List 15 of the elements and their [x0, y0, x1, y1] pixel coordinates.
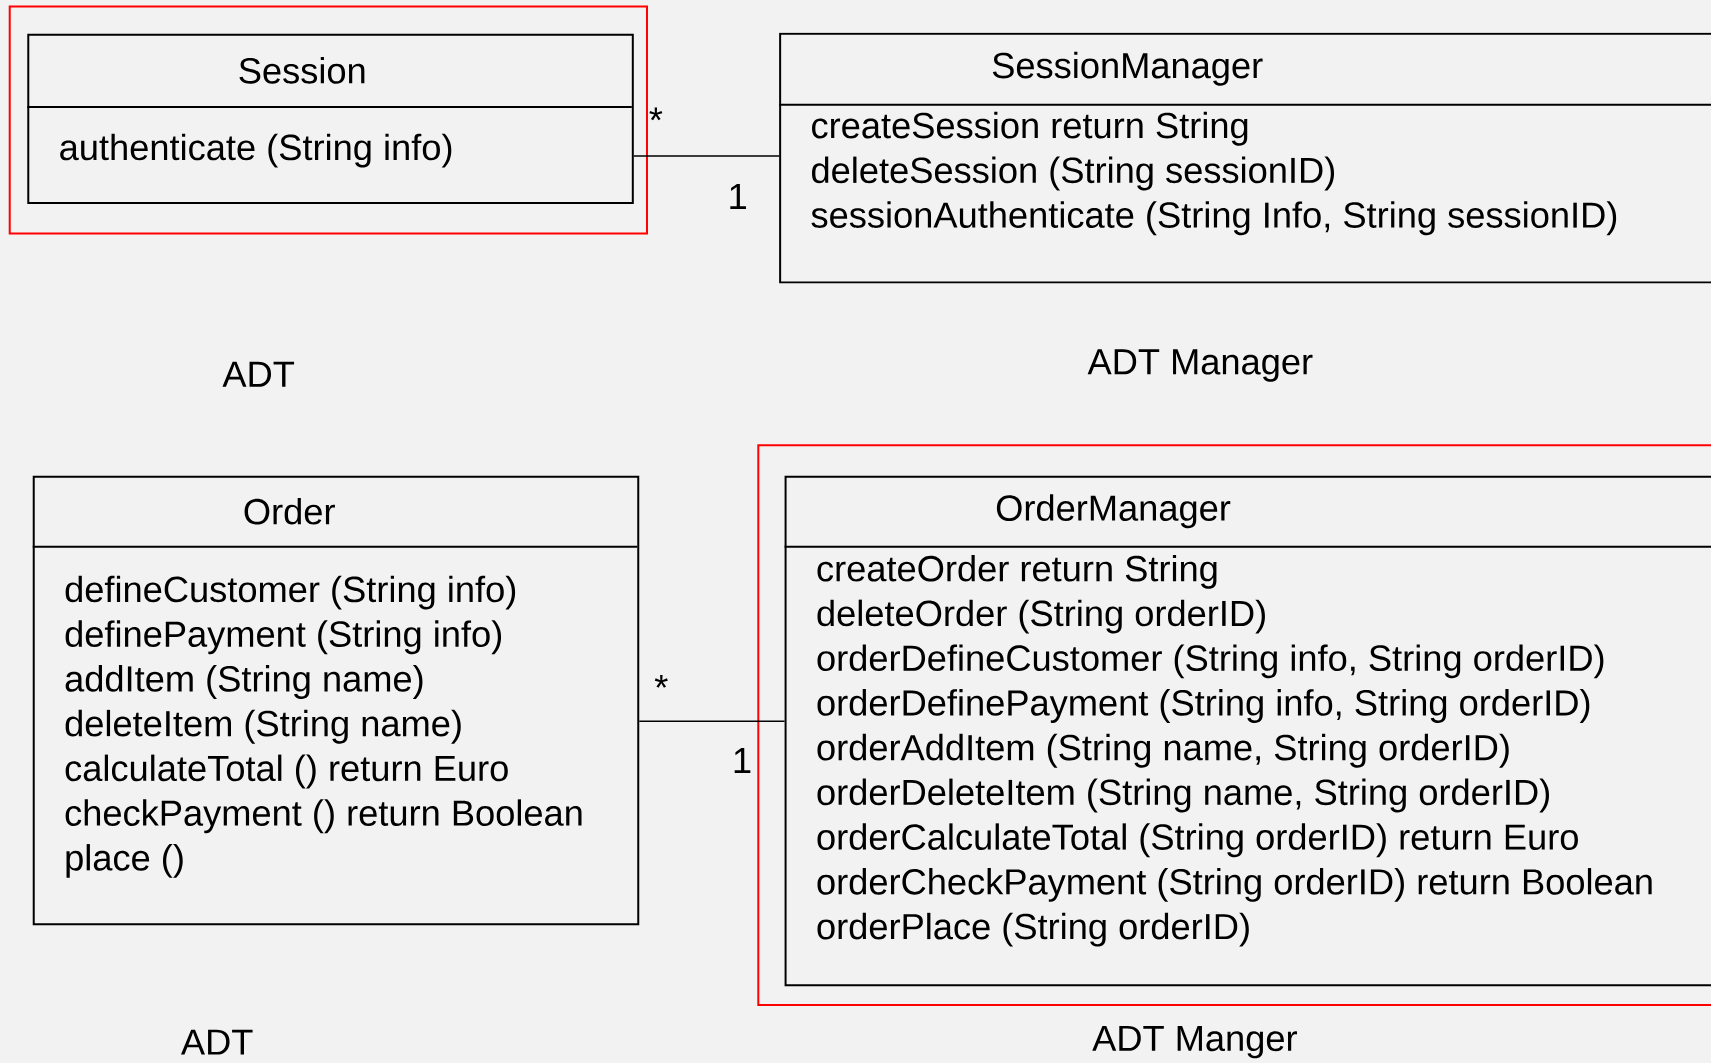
class-box: SessionManager createSession return String deleteSession (String sessionID) sessionAuthenticate (String Info, String sessionID) — [778, 32, 1711, 284]
class-box: Session authenticate (String info) — [26, 33, 634, 204]
text-label: * — [654, 675, 668, 688]
text-label: ADT Manger — [1092, 1025, 1297, 1059]
text-label: ADT Manager — [1087, 349, 1313, 382]
connector-line — [638, 720, 786, 723]
text-label: 1 — [734, 748, 751, 774]
text-label: 1 — [730, 183, 746, 209]
highlight-frame — [8, 5, 648, 235]
text-label: * — [649, 107, 663, 121]
class-box: Order defineCustomer (String info) definePayment (String info) addItem (String name) deleteItem (String name) calculateTotal () return Euro checkPayment () return Boolean place () — [31, 475, 640, 926]
connector-line — [633, 155, 780, 157]
text-label: ADT — [222, 361, 295, 387]
class-box: OrderManager createOrder return String deleteOrder (String orderID) orderDefineCustomer (String info, String orderID) orderDefinePayment (String info, String orderID) orderAddItem (String name, String orderID) orderDeleteItem (String name, String orderID) orderCalculateTotal (String orderID) return Euro orderCheckPayment (String orderID) return Boolean orderPlace (String orderID) — [783, 475, 1711, 987]
text-label: ADT — [181, 1029, 253, 1055]
